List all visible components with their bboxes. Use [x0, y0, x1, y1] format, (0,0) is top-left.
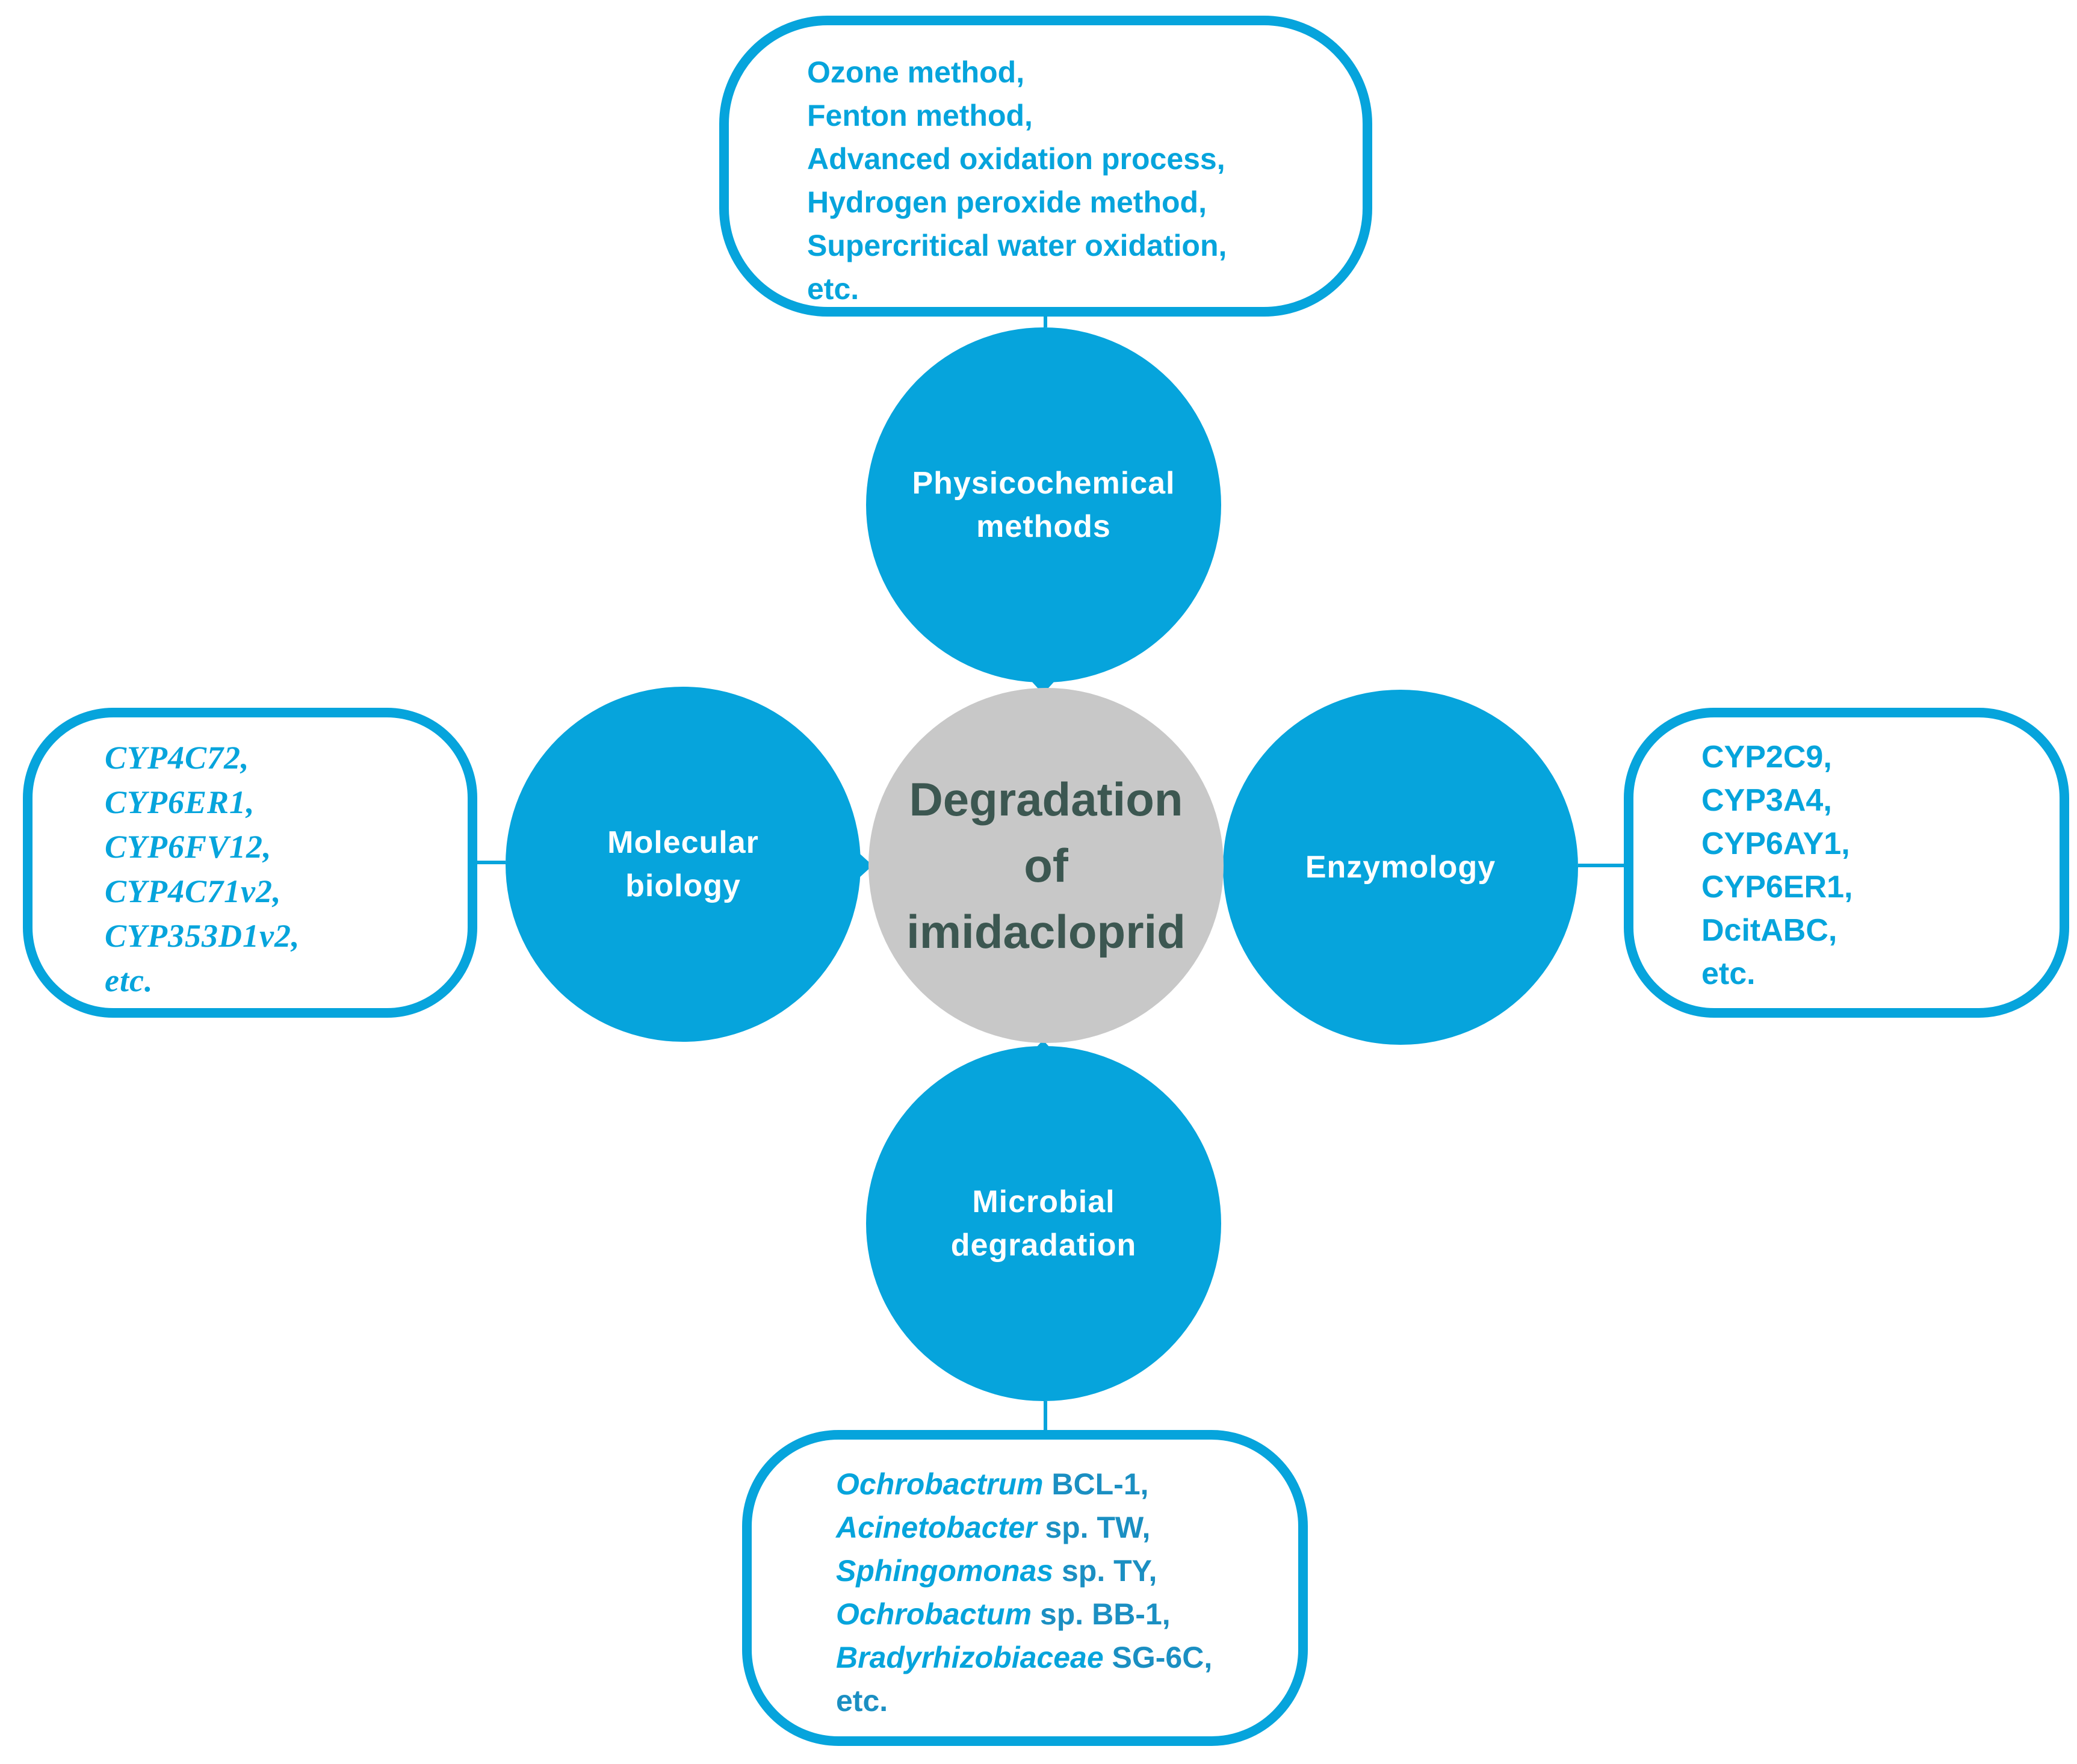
box-right-line: etc. — [1701, 956, 1756, 991]
strain-line: Ochrobactrum BCL-1, — [836, 1462, 1298, 1506]
box-right-line: CYP2C9, — [1701, 740, 1832, 775]
box-left-line: etc. — [105, 962, 153, 998]
pointer-arrow-icon — [1031, 1040, 1055, 1053]
strain-designation: sp. TY, — [1053, 1554, 1157, 1588]
box-right-line: CYP6AY1, — [1701, 826, 1850, 861]
physicochemical-methods-box: Ozone method, Fenton method, Advanced ox… — [719, 16, 1372, 317]
strain-designation: sp. BB-1, — [1032, 1597, 1171, 1631]
molecular-biology-box: CYP4C72, CYP6ER1, CYP6FV12, CYP4C71v2, C… — [23, 708, 477, 1018]
central-hub: Degradation of imidacloprid — [868, 688, 1224, 1043]
enzymology-box: CYP2C9, CYP3A4, CYP6AY1, CYP6ER1, DcitAB… — [1624, 708, 2069, 1018]
strain-genus: Ochrobactrum — [836, 1467, 1044, 1501]
strain-line-last: etc. — [836, 1684, 888, 1718]
strain-genus: Ochrobactum — [836, 1597, 1032, 1631]
box-top-line: Ozone method, — [807, 55, 1025, 89]
physicochemical-methods-node: Physicochemical methods — [866, 327, 1221, 682]
box-top-line: Hydrogen peroxide method, — [807, 185, 1207, 219]
strain-genus: Sphingomonas — [836, 1554, 1054, 1588]
box-right-line: CYP6ER1, — [1701, 870, 1853, 905]
node-label: biology — [625, 868, 741, 903]
box-left-line: CYP6FV12, — [105, 829, 272, 865]
hub-label: Degradation — [909, 773, 1183, 826]
node-label: Physicochemical — [912, 466, 1175, 501]
hub-label: imidacloprid — [906, 905, 1186, 958]
strain-designation: SG-6C, — [1103, 1641, 1213, 1674]
box-right-line: DcitABC, — [1701, 913, 1837, 948]
strain-genus: Bradyrhizobiaceae — [836, 1641, 1104, 1674]
box-left-line: CYP4C71v2, — [105, 873, 282, 909]
box-left-line: CYP6ER1, — [105, 784, 255, 820]
node-label: methods — [976, 509, 1111, 544]
strain-line: Sphingomonas sp. TY, — [836, 1549, 1298, 1592]
strain-line: Acinetobacter sp. TW, — [836, 1506, 1298, 1549]
hub-label: of — [1024, 839, 1068, 892]
strain-designation: BCL-1, — [1043, 1467, 1149, 1501]
strain-designation: sp. TW, — [1036, 1511, 1151, 1544]
molecular-biology-node: Molecular biology — [506, 687, 861, 1042]
node-label: Enzymology — [1305, 850, 1496, 885]
box-top-line: Fenton method, — [807, 99, 1033, 132]
box-left-line: CYP4C72, — [105, 740, 250, 776]
node-label: degradation — [950, 1228, 1137, 1263]
strain-genus: Acinetobacter — [836, 1511, 1037, 1544]
box-top-line: etc. — [807, 272, 859, 306]
microbial-degradation-box: Ochrobactrum BCL-1, Acinetobacter sp. TW… — [742, 1430, 1308, 1746]
box-top-line: Advanced oxidation process, — [807, 142, 1225, 176]
enzymology-node: Enzymology — [1223, 690, 1578, 1045]
box-right-line: CYP3A4, — [1701, 783, 1832, 818]
node-label: Molecular — [607, 825, 759, 860]
node-label: Microbial — [972, 1184, 1115, 1219]
microbial-degradation-node: Microbial degradation — [866, 1046, 1221, 1401]
strain-line: Ochrobactum sp. BB-1, — [836, 1592, 1298, 1636]
box-left-line: CYP353D1v2, — [105, 918, 300, 954]
box-top-line: Supercritical water oxidation, — [807, 229, 1227, 262]
strain-line: Bradyrhizobiaceae SG-6C, — [836, 1636, 1298, 1679]
